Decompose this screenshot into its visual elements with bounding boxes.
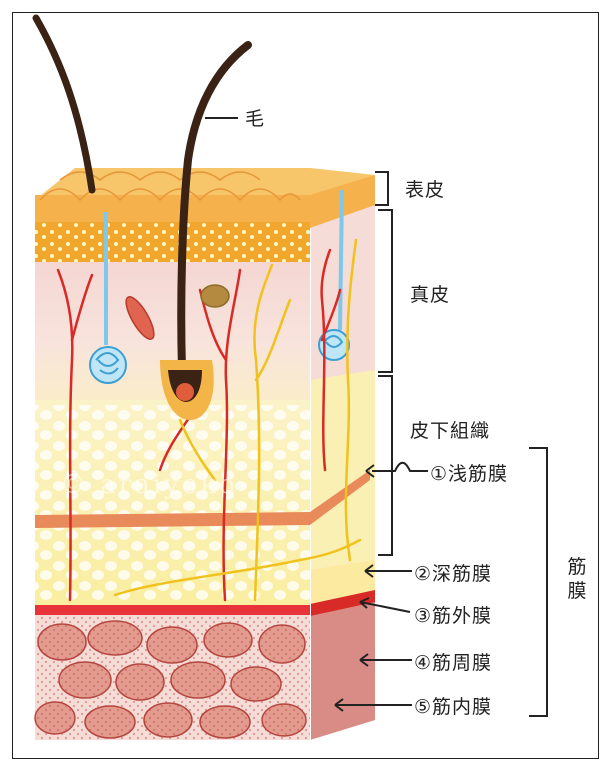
hair-label: 毛: [245, 104, 265, 131]
perimysium-label: ④筋周膜: [414, 648, 492, 675]
endomysium-label: ⑤筋内膜: [414, 692, 492, 719]
sebaceous-gland: [201, 285, 229, 307]
layer-brackets: [375, 172, 547, 716]
fascia-group-label: 筋膜: [566, 555, 588, 603]
dermis-label: 真皮: [410, 280, 450, 307]
watermark: © araiyoko: [60, 470, 238, 500]
deep-fascia-band: [35, 605, 310, 615]
superficial-fascia-label: ①浅筋膜: [430, 459, 508, 486]
epidermis-label: 表皮: [405, 175, 445, 202]
epimysium-label: ③筋外膜: [414, 601, 492, 628]
subcutaneous-label: 皮下組織: [410, 416, 490, 443]
deep-fascia-label: ②深筋膜: [414, 559, 492, 586]
hair-left: [36, 18, 92, 190]
